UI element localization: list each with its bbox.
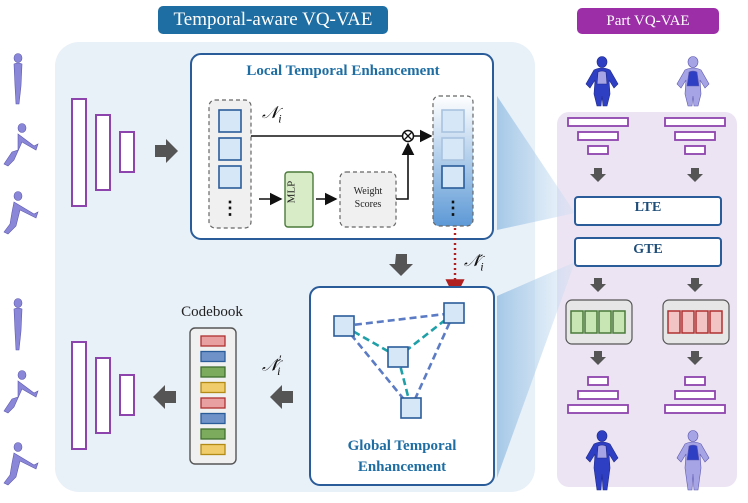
crouching-figure-icon — [3, 442, 39, 486]
human-figures-left — [3, 53, 39, 486]
squatting-figure-icon — [3, 370, 39, 414]
lte-frame — [190, 53, 494, 240]
gte-title: Global Temporal Enhancement — [347, 438, 457, 475]
part-codebook-green — [565, 299, 633, 345]
lte-block — [574, 196, 722, 226]
gte-graph-nodes — [333, 302, 465, 419]
weight-scores-box — [339, 171, 397, 228]
gte-block-label: GTE — [633, 242, 663, 257]
gte-block — [574, 237, 722, 267]
banner-temporal-vqvae: Temporal-aware VQ-VAE — [158, 6, 388, 34]
part-codebook-red — [662, 299, 730, 345]
lte-beam — [497, 96, 575, 230]
body-lower-highlight-icon — [676, 430, 710, 491]
encoder-to-lte-arrow — [155, 139, 178, 163]
human-figures-part-top — [585, 56, 710, 107]
gte-beam — [497, 262, 575, 478]
standing-figure-icon — [13, 53, 23, 105]
body-upper-highlight-icon — [585, 430, 619, 491]
ni-prime-superscript: ′ — [278, 352, 282, 367]
ni-hat-label: 𝒩́i — [464, 251, 484, 274]
codebook-entry — [200, 366, 226, 378]
body-lower-highlight-icon — [676, 56, 710, 107]
codebook-frame — [189, 327, 237, 465]
ni-prime-symbol: 𝒩́ — [262, 355, 279, 375]
weight-scores-label: Weight Scores — [353, 186, 383, 210]
lte-to-gte-arrow — [389, 254, 413, 276]
lte-output-tokens — [441, 109, 465, 189]
gte-frame — [309, 286, 495, 486]
lte-block-label: LTE — [634, 200, 662, 215]
codebook-entry — [200, 428, 226, 440]
decoder — [71, 341, 135, 450]
mlp-box — [284, 171, 314, 228]
squatting-figure-icon — [3, 123, 39, 167]
lte-output-ellipsis: ⋮ — [444, 198, 462, 218]
codebook-entry — [200, 412, 226, 425]
codebook-entries — [200, 335, 226, 456]
encoder — [71, 98, 135, 207]
mlp-label: MLP — [285, 180, 298, 204]
gte-to-codebook-arrow — [270, 385, 293, 409]
standing-figure-icon — [13, 298, 23, 351]
codebook-entry — [200, 443, 226, 456]
codebook-entry — [200, 350, 226, 363]
codebook-title: Codebook — [181, 304, 243, 320]
lte-input-tokens — [218, 109, 242, 189]
banner-part-vqvae: Part VQ-VAE — [577, 8, 719, 34]
body-upper-highlight-icon — [585, 56, 619, 107]
ni-label: 𝒩i — [262, 103, 282, 126]
ni-subscript: i — [278, 111, 282, 126]
part-decoders — [567, 376, 726, 414]
codebook-entry — [200, 335, 226, 347]
codebook-entry — [200, 381, 226, 394]
ni-prime-subscript: i — [277, 364, 281, 379]
part-encoders — [567, 117, 726, 155]
ni-hat-subscript: i — [480, 259, 484, 274]
ni-symbol: 𝒩 — [262, 103, 279, 122]
codebook-entry — [200, 397, 226, 409]
lte-title: Local Temporal Enhancement — [246, 63, 440, 79]
part-arrows — [590, 168, 703, 365]
codebook-to-decoder-arrow — [153, 385, 176, 409]
ni-hat-symbol: 𝒩́ — [464, 251, 481, 270]
crouching-figure-icon — [3, 191, 39, 235]
lte-input-ellipsis: ⋮ — [221, 198, 239, 218]
human-figures-part-bottom — [585, 430, 710, 491]
ni-prime-label: 𝒩́′i — [262, 352, 282, 379]
weight-to-multiply-line — [396, 142, 415, 200]
